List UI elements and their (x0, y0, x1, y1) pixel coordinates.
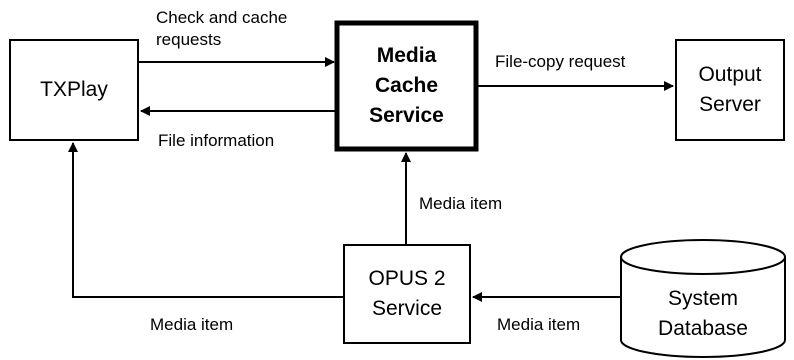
opus2-service-box (343, 244, 471, 344)
media-cache-service-label: Media Cache Service (369, 44, 444, 127)
output-server-label: Output Server (698, 63, 762, 116)
file-copy-request-label: File-copy request (495, 52, 626, 71)
media-item-to-txplay-label: Media item (150, 315, 234, 334)
file-information-label: File information (158, 131, 275, 150)
opus2-service-label: OPUS 2 Service (368, 267, 446, 320)
output-server-box (675, 39, 785, 141)
txplay-label: TXPlay (40, 78, 108, 101)
txplay-box (9, 39, 139, 141)
system-database-label: System Database (658, 287, 748, 340)
opus-to-txplay-arrow (68, 142, 344, 298)
media-cache-service-box (334, 20, 479, 152)
system-database-cylinder (620, 239, 786, 358)
media-item-to-cache-label: Media item (419, 194, 503, 213)
media-item-from-db-label: Media item (497, 315, 581, 334)
check-and-cache-label: Check and cache requests (156, 8, 288, 49)
